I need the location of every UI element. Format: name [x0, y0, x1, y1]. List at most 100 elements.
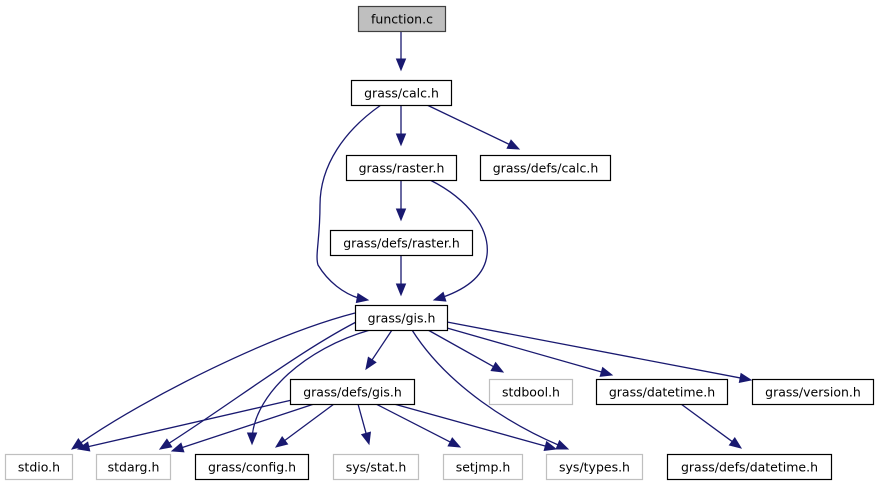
node-grass-version-h[interactable]: grass/version.h	[751, 378, 875, 406]
edge-grass-defs-gis-h-to-sys-types-h	[393, 403, 558, 451]
arrowhead-icon	[599, 366, 614, 377]
node-grass-datetime-h[interactable]: grass/datetime.h	[595, 378, 729, 406]
edge-grass-defs-gis-h-to-grass-config-h	[274, 403, 335, 448]
node-box	[95, 453, 172, 481]
arrowhead-icon	[738, 372, 753, 383]
node-grass-defs-raster-h[interactable]: grass/defs/raster.h	[329, 229, 474, 257]
edge-line	[393, 403, 557, 450]
edge-grass-gis-h-to-grass-config-h	[246, 329, 371, 446]
arrowhead-icon	[543, 440, 558, 451]
edge-line	[426, 104, 520, 150]
arrowhead-icon	[395, 283, 407, 297]
edge-grass-raster-h-to-grass-defs-raster-h	[395, 180, 407, 222]
arrowhead-icon	[555, 439, 570, 450]
arrowhead-icon	[395, 133, 407, 147]
node-label: grass/defs/calc.h	[493, 161, 599, 176]
node-label: grass/raster.h	[359, 161, 445, 176]
node-box	[488, 378, 574, 406]
node-sys-stat-h: sys/stat.h	[332, 453, 420, 481]
edge-line	[159, 318, 363, 450]
edge-grass-gis-h-to-grass-datetime-h	[446, 327, 614, 377]
node-box	[289, 378, 416, 406]
arrowhead-icon	[506, 139, 521, 150]
edge-grass-defs-gis-h-to-sys-stat-h	[357, 403, 372, 446]
node-box	[666, 453, 833, 481]
arrowhead-icon	[490, 361, 505, 373]
node-label: setjmp.h	[456, 460, 511, 475]
node-grass-defs-gis-h[interactable]: grass/defs/gis.h	[289, 378, 416, 406]
edge-line	[375, 403, 461, 448]
node-label: sys/stat.h	[346, 460, 407, 475]
edge-grass-gis-h-to-stdarg-h	[158, 318, 363, 450]
edge-grass-datetime-h-to-grass-defs-datetime-h	[680, 403, 743, 449]
node-grass-config-h[interactable]: grass/config.h	[194, 453, 310, 481]
edge-line	[427, 329, 504, 373]
edge-line	[275, 403, 335, 448]
edge-grass-calc-h-to-grass-gis-h	[316, 104, 382, 304]
node-label: grass/gis.h	[368, 311, 436, 326]
arrowhead-icon	[70, 438, 85, 450]
edge-function-c-to-grass-calc-h	[395, 31, 407, 72]
edge-grass-gis-h-to-grass-version-h	[446, 321, 753, 383]
node-label: grass/config.h	[208, 460, 296, 475]
node-box	[545, 453, 644, 481]
arrowhead-icon	[274, 435, 289, 448]
node-box	[350, 79, 453, 107]
node-box	[595, 378, 729, 406]
node-label: grass/defs/raster.h	[343, 236, 460, 251]
node-label: grass/defs/gis.h	[303, 385, 402, 400]
node-stdbool-h: stdbool.h	[488, 378, 574, 406]
node-grass-calc-h[interactable]: grass/calc.h	[350, 79, 453, 107]
node-box	[751, 378, 875, 406]
arrowhead-icon	[360, 431, 372, 446]
edge-line	[680, 403, 742, 449]
arrowhead-icon	[395, 208, 407, 222]
edge-grass-defs-gis-h-to-setjmp-h	[375, 403, 462, 448]
node-grass-gis-h[interactable]: grass/gis.h	[354, 304, 449, 332]
arrowhead-icon	[432, 291, 447, 302]
node-function-c[interactable]: function.c	[357, 5, 447, 33]
node-box	[345, 154, 458, 182]
edge-line	[171, 403, 315, 452]
arrowhead-icon	[728, 436, 743, 449]
edges-layer	[70, 31, 753, 453]
edge-grass-gis-h-to-stdio-h	[70, 312, 356, 450]
edge-grass-calc-h-to-grass-raster-h	[395, 105, 407, 147]
edge-grass-defs-gis-h-to-stdarg-h	[170, 403, 315, 453]
edge-grass-gis-h-to-stdbool-h	[427, 329, 505, 373]
edge-line	[365, 329, 393, 370]
edge-line	[251, 329, 371, 445]
node-stdarg-h: stdarg.h	[95, 453, 172, 481]
node-box	[479, 154, 612, 182]
edge-grass-gis-h-to-grass-defs-gis-h	[365, 329, 393, 371]
edge-line	[446, 321, 752, 381]
edge-line	[77, 399, 293, 450]
edge-line	[357, 403, 370, 445]
node-grass-defs-datetime-h[interactable]: grass/defs/datetime.h	[666, 453, 833, 481]
edge-line	[411, 329, 569, 450]
node-label: function.c	[371, 12, 433, 27]
arrowhead-icon	[447, 437, 462, 448]
node-box	[332, 453, 420, 481]
arrowhead-icon	[395, 58, 407, 72]
node-sys-types-h: sys/types.h	[545, 453, 644, 481]
arrowhead-icon	[246, 432, 258, 446]
node-setjmp-h: setjmp.h	[442, 453, 524, 481]
node-label: grass/defs/datetime.h	[681, 460, 818, 475]
node-stdio-h: stdio.h	[4, 453, 74, 481]
node-box	[442, 453, 524, 481]
node-grass-raster-h[interactable]: grass/raster.h	[345, 154, 458, 182]
nodes-layer: function.c grass/calc.h grass/raster.h gras…	[4, 5, 875, 481]
node-label: grass/version.h	[765, 385, 861, 400]
edge-grass-defs-raster-h-to-grass-gis-h	[395, 255, 407, 297]
arrowhead-icon	[365, 356, 377, 371]
arrowhead-icon	[76, 441, 91, 452]
edge-line	[71, 312, 356, 450]
node-grass-defs-calc-h[interactable]: grass/defs/calc.h	[479, 154, 612, 182]
node-box	[329, 229, 474, 257]
edge-grass-defs-gis-h-to-stdio-h	[76, 399, 293, 452]
node-box	[4, 453, 74, 481]
node-label: sys/types.h	[559, 460, 630, 475]
arrowhead-icon	[158, 438, 173, 450]
node-label: stdarg.h	[108, 460, 160, 475]
